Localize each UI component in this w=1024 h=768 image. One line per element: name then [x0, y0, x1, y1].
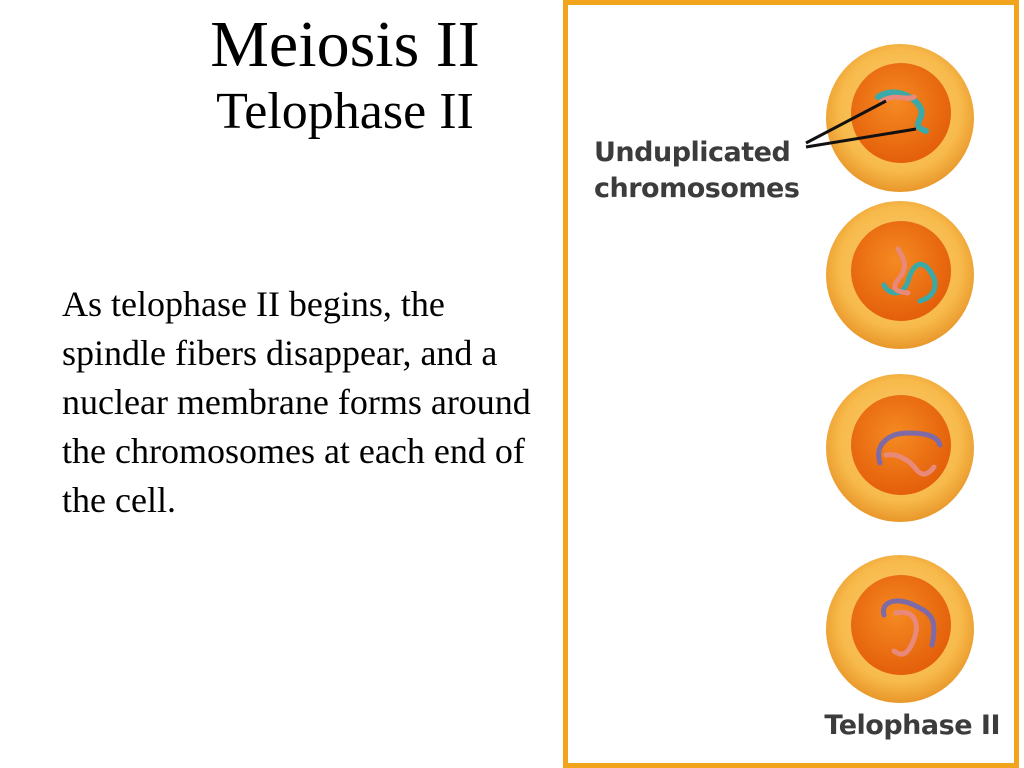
label-line-2: chromosomes [594, 173, 800, 204]
figure-caption: Telophase II [824, 710, 1000, 741]
slide-subtitle: Telophase II [216, 83, 474, 140]
cell-2-chromosome-teal [881, 261, 938, 304]
cell-1-chromosome-pink [879, 94, 917, 104]
label-pointer-line-2 [805, 127, 917, 149]
cell-4 [826, 555, 974, 703]
slide-body-text: As telophase II begins, the spindle fibe… [62, 284, 531, 520]
cell-1-chromosome-teal [875, 89, 929, 134]
cell-4-nucleus [851, 575, 951, 675]
label-pointer-line-1 [805, 99, 887, 145]
cell-1-nucleus [851, 63, 951, 163]
telophase-illustration [805, 44, 974, 703]
cell-2-chromosome-pink [892, 246, 911, 296]
label-line-1: Unduplicated [594, 137, 791, 168]
cell-3-chromosome-pink [883, 452, 937, 477]
slide-title: Meiosis II [210, 8, 480, 81]
cell-4-chromosome-purple [880, 598, 937, 648]
cell-2 [826, 201, 974, 349]
telophase-figure: Unduplicated chromosomes Telophase II [563, 0, 1019, 768]
cell-3 [826, 374, 974, 522]
unduplicated-chromosomes-label: Unduplicated chromosomes [594, 135, 800, 207]
cell-3-nucleus [851, 395, 951, 495]
cell-4-chromosome-pink [891, 609, 919, 657]
cell-1 [805, 44, 974, 192]
cell-3-chromosome-purple [876, 430, 943, 466]
slide-title-block: Meiosis II Telophase II [140, 8, 550, 142]
